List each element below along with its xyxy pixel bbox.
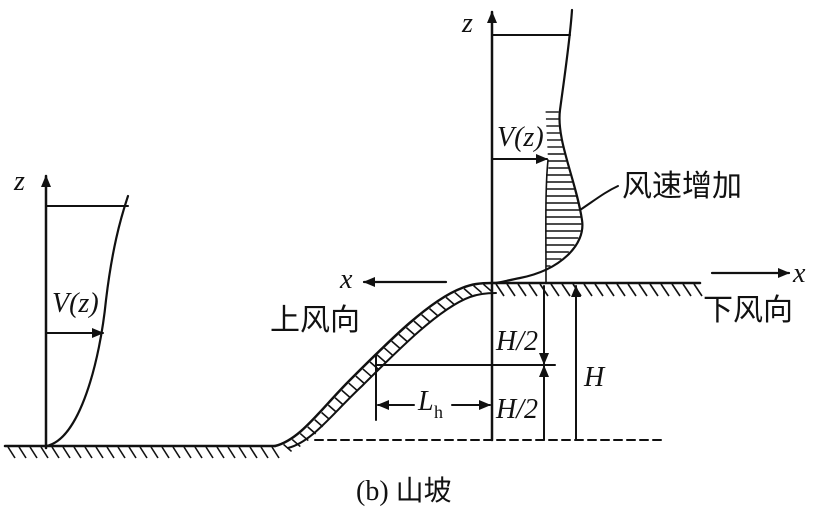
hatch-stroke xyxy=(528,283,538,297)
right-profile-curve xyxy=(492,8,584,285)
left-profile-curve xyxy=(44,194,130,448)
hatch-stroke xyxy=(205,446,214,459)
hatch-stroke xyxy=(649,283,659,297)
crest-profile: z V(z) 风速增加 xyxy=(461,8,742,442)
hatch-stroke xyxy=(383,347,393,356)
hatch-stroke xyxy=(495,283,505,297)
hatch-stroke xyxy=(594,283,604,297)
hill-slope-surface-inner xyxy=(287,292,497,449)
right-velocity-label: V(z) xyxy=(497,122,544,153)
hatch-stroke xyxy=(671,283,681,297)
hatch-stroke xyxy=(150,446,159,459)
hatch-stroke xyxy=(194,446,203,459)
hill-slope-surface xyxy=(273,281,494,448)
hatch-stroke xyxy=(605,283,615,297)
hatch-stroke xyxy=(445,296,455,305)
hatch-stroke xyxy=(517,283,527,297)
hatch-stroke xyxy=(51,446,60,459)
hatch-stroke xyxy=(463,287,473,297)
downwind-label: 下风向 xyxy=(703,293,793,328)
hatch-stroke xyxy=(161,446,170,459)
hatch-stroke xyxy=(616,283,626,297)
hatch-stroke xyxy=(660,283,670,297)
hatch-stroke xyxy=(62,446,71,459)
hatch-stroke xyxy=(473,285,483,294)
hatch-stroke xyxy=(429,307,439,317)
hatch-stroke xyxy=(638,283,648,297)
upwind-profile: z V(z) xyxy=(13,166,130,450)
hatch-stroke xyxy=(321,411,331,421)
hatch-stroke xyxy=(18,446,27,459)
hatch-stroke xyxy=(355,375,365,384)
hatch-stroke xyxy=(95,446,104,459)
ground-left-hatch xyxy=(7,446,280,459)
hatch-stroke xyxy=(561,283,571,297)
hatch-stroke xyxy=(398,333,408,342)
speedup-region-edge xyxy=(545,159,549,284)
hatch-stroke xyxy=(7,446,16,459)
hatch-stroke xyxy=(506,283,516,297)
hatch-stroke xyxy=(482,283,493,292)
upwind-label: 上风向 xyxy=(270,303,360,338)
hatch-stroke xyxy=(299,432,309,442)
wind-directions: x 上风向 x 下风向 xyxy=(270,258,806,338)
hatch-stroke xyxy=(454,291,464,301)
hatch-stroke xyxy=(40,446,49,459)
hatch-stroke xyxy=(291,438,301,448)
hatch-stroke xyxy=(627,283,637,297)
hatch-stroke xyxy=(238,446,247,459)
left-z-label: z xyxy=(13,166,25,197)
hatch-stroke xyxy=(271,446,280,459)
lh-label: L xyxy=(417,386,434,417)
hatch-stroke xyxy=(391,340,401,349)
hatch-stroke xyxy=(583,283,593,297)
hill-slope-hatch xyxy=(283,283,493,453)
hatch-stroke xyxy=(362,368,372,377)
left-velocity-label: V(z) xyxy=(52,288,99,319)
speedup-region-hatch xyxy=(545,111,582,267)
hatch-stroke xyxy=(29,446,38,459)
hatch-stroke xyxy=(283,443,293,453)
hatch-stroke xyxy=(348,382,358,391)
hatch-stroke xyxy=(139,446,148,459)
hatch-stroke xyxy=(307,426,317,435)
hatch-stroke xyxy=(376,354,386,363)
hatch-stroke xyxy=(216,446,225,459)
x-left-label: x xyxy=(339,264,353,295)
hatch-stroke xyxy=(249,446,258,459)
hatch-stroke xyxy=(106,446,115,459)
dimensions: H/2 H/2 H L h xyxy=(375,285,606,441)
hatch-stroke xyxy=(84,446,93,459)
hatch-stroke xyxy=(314,419,324,428)
hatch-stroke xyxy=(117,446,126,459)
hatch-stroke xyxy=(327,404,337,413)
h-full-label: H xyxy=(583,362,606,393)
speedup-label: 风速增加 xyxy=(622,169,742,204)
speedup-leader-line xyxy=(579,185,619,211)
hatch-stroke xyxy=(73,446,82,459)
h-half-bottom-label: H/2 xyxy=(495,394,538,425)
right-z-label: z xyxy=(461,8,473,39)
hatch-stroke xyxy=(227,446,236,459)
hatch-stroke xyxy=(128,446,137,459)
hatch-stroke xyxy=(341,389,351,398)
lh-subscript: h xyxy=(434,402,443,422)
hatch-stroke xyxy=(405,327,415,336)
hatch-stroke xyxy=(172,446,181,459)
hatch-stroke xyxy=(437,302,447,311)
hatch-stroke xyxy=(183,446,192,459)
hatch-stroke xyxy=(550,283,560,297)
h-half-top-label: H/2 xyxy=(495,326,538,357)
hatch-stroke xyxy=(334,397,344,406)
figure-caption: (b) 山坡 xyxy=(356,475,452,507)
hatch-stroke xyxy=(682,283,692,297)
hatch-stroke xyxy=(260,446,269,459)
x-right-label: x xyxy=(792,258,806,289)
hatch-stroke xyxy=(421,314,431,323)
hatch-stroke xyxy=(413,320,423,329)
plateau-hatch xyxy=(495,283,703,297)
terrain xyxy=(3,281,703,459)
hatch-stroke xyxy=(693,283,703,297)
